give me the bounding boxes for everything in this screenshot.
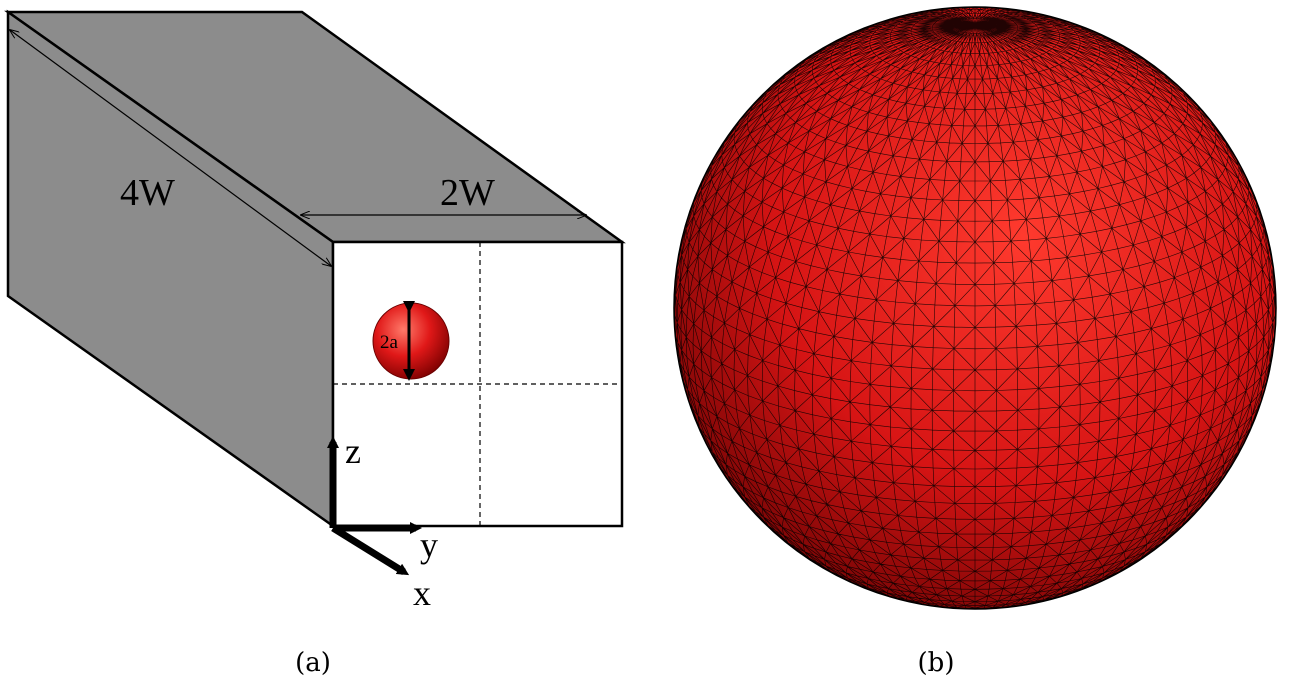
panel-a: 4W 2W 2a z y x (a) [4, 9, 626, 678]
caption-a: (a) [295, 648, 331, 678]
axis-x-label: x [413, 573, 431, 613]
axis-y-label: y [420, 525, 438, 565]
length-dimension-label: 4W [120, 172, 175, 214]
width-dimension-label: 2W [440, 172, 495, 214]
sphere-outline [673, 6, 1277, 610]
axis-z-label: z [345, 431, 361, 471]
axis-x-arrow [331, 525, 410, 576]
panel-b: (b) [673, 6, 1277, 678]
caption-b: (b) [918, 648, 955, 678]
particle-diameter-label: 2a [380, 332, 399, 353]
length-dimension-arrow [10, 30, 331, 266]
